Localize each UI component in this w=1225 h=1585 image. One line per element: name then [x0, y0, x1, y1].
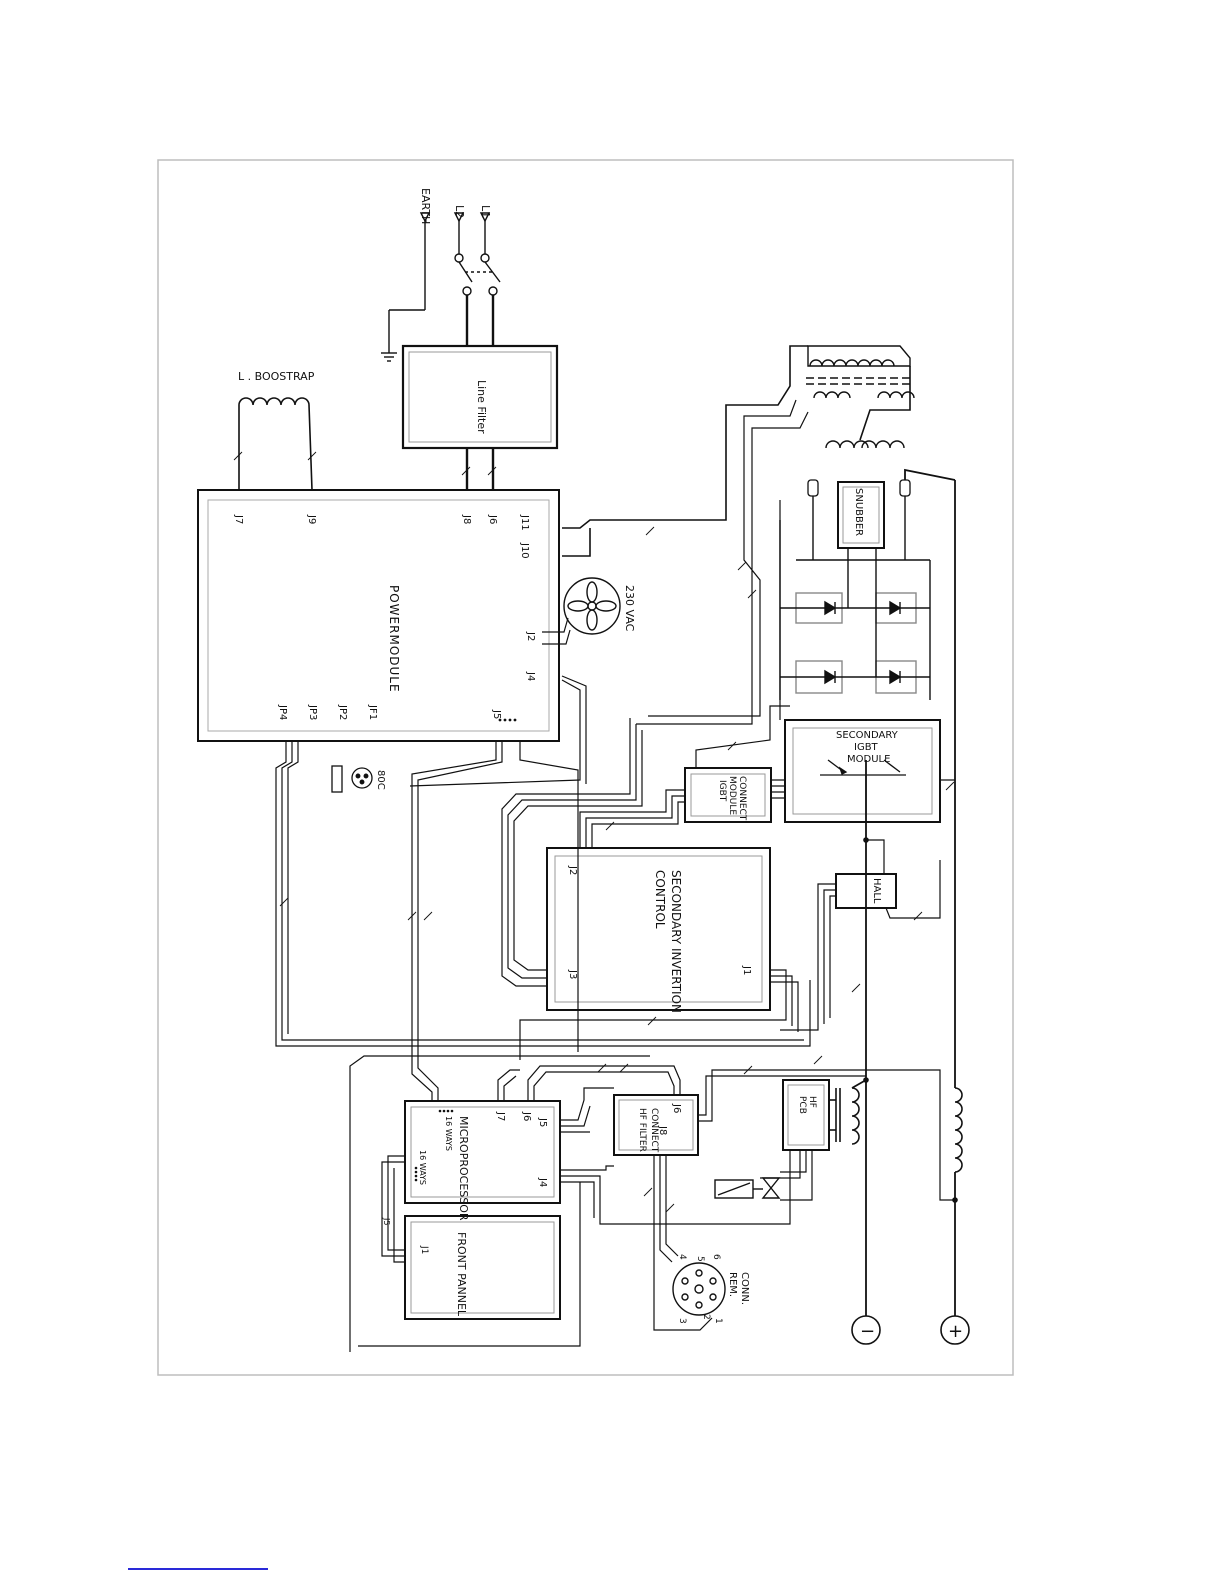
ways-16-b-label: 16 WAYS [418, 1150, 427, 1185]
microprocessor-box [404, 1100, 561, 1204]
powermodule-label: POWERMODULE [387, 585, 401, 693]
plus-terminal-label: + [948, 1321, 963, 1342]
diode-bridge [779, 496, 931, 700]
pin-2-label: 2 [701, 1314, 711, 1320]
secondary-inversion-control-box [546, 847, 771, 1011]
output-inductor [954, 1087, 963, 1173]
mp-connector-pins [414, 1109, 454, 1182]
hf-j6-label: J6 [671, 1103, 682, 1113]
temp-sensor-label: 80C [375, 770, 386, 790]
output-bus [851, 468, 956, 1316]
hf-pcb-line2: PCB [797, 1096, 807, 1114]
earth-label: EARTH [419, 188, 432, 224]
fp-j1-label: J1 [419, 1245, 429, 1254]
fan-voltage-label: 230 VAC [623, 585, 636, 632]
transformer-wiring [562, 345, 911, 557]
pm-j8-label: J8 [461, 514, 472, 524]
pin-1-label: 1 [713, 1318, 723, 1324]
mp-j7-label: J7 [495, 1111, 506, 1121]
sec-inv-line1: SECONDARY INVERTION [669, 870, 683, 1013]
line-filter-label: Line Filter [475, 380, 488, 434]
pm-j5-pins [498, 718, 517, 722]
mains-input [381, 212, 501, 362]
negative-node [863, 1077, 869, 1083]
pm-jp2-label: JP2 [337, 704, 348, 720]
l1-label: L1 [479, 205, 492, 218]
connect-module-line2: MODULE [727, 776, 737, 815]
hf-j8-label: J8 [657, 1125, 668, 1135]
boostrap-inductor [238, 397, 313, 491]
pin-4-label: 4 [677, 1254, 687, 1260]
cable-harnesses [275, 399, 955, 1352]
connect-hf-line1: CONNECT [649, 1108, 659, 1153]
cable-tick-marks [233, 451, 955, 1213]
connect-hf-filter-box [613, 1094, 699, 1156]
microprocessor-label: MICROPROCESSOR [457, 1116, 470, 1221]
mp-j5-label: J5 [537, 1117, 548, 1127]
pin-5-label: 5 [695, 1256, 705, 1262]
minus-terminal-label: − [860, 1321, 875, 1342]
gas-valve-icon [714, 1177, 781, 1199]
bottom-link-underline[interactable] [128, 1568, 268, 1570]
conn-rem-line1: CONN. [739, 1272, 750, 1305]
pm-j10-label: J10 [519, 542, 530, 559]
front-pannel-label: FRONT PANNEL [455, 1232, 468, 1317]
mp-j6-label: J6 [521, 1111, 532, 1121]
powermodule-box [197, 489, 560, 742]
pin-3-label: 3 [677, 1318, 687, 1324]
pm-j5-label: J5 [491, 709, 502, 719]
secondary-igbt-line2: IGBT [854, 742, 879, 753]
secondary-igbt-line1: SECONDARY [836, 730, 899, 741]
main-transformer [806, 345, 915, 449]
snubber-label: SNUBBER [853, 488, 864, 536]
hf-pcb-box [782, 1079, 830, 1151]
pm-j7-label: J7 [233, 514, 244, 524]
secondary-igbt-line3: MODULE [847, 754, 890, 765]
thermal-switch-icon [331, 765, 373, 793]
pm-j2-label: J2 [525, 631, 536, 641]
mp-j4-label: J4 [537, 1177, 548, 1187]
ways-16-a-label: 16 WAYS [444, 1116, 453, 1151]
conn-rem-line2: REM. [727, 1272, 738, 1297]
hf-pcb-line1: HF [807, 1096, 817, 1108]
snubber-box [837, 481, 885, 549]
fan-icon [563, 577, 621, 635]
pm-j6-label: J6 [487, 514, 498, 524]
line-filter-box [401, 344, 559, 450]
hall-label: HALL [871, 878, 882, 904]
l2-label: L2 [453, 205, 466, 218]
boostrap-label: L . BOOSTRAP [238, 370, 315, 383]
sic-j1-label: J1 [741, 965, 752, 975]
front-pannel-box [404, 1215, 561, 1320]
pm-j11-label: J11 [519, 514, 530, 531]
connect-module-line3: IGBT [717, 780, 727, 802]
pm-jp4-label: JP4 [277, 704, 288, 720]
connect-module-line1: CONNECT [737, 776, 747, 821]
pm-j9-label: J9 [306, 514, 317, 524]
fp-j5-label: J5 [382, 1217, 391, 1225]
remote-connector-icon [672, 1262, 726, 1316]
sic-j2-label: J2 [567, 865, 578, 875]
connect-hf-line2: HF FILTER [637, 1108, 647, 1152]
drawing-frame [157, 159, 1014, 1376]
igbt-switch-symbols [820, 759, 906, 776]
pm-jp3-label: JP3 [307, 704, 318, 720]
pm-j4-label: J4 [525, 671, 536, 681]
hf-transformer [829, 1087, 860, 1145]
secondary-igbt-box [784, 719, 941, 823]
pm-jf1-label: JF1 [367, 704, 378, 720]
sec-inv-line2: CONTROL [653, 870, 667, 929]
sic-j3-label: J3 [567, 969, 578, 979]
pin-6-label: 6 [711, 1254, 721, 1260]
connect-module-box [684, 767, 772, 823]
